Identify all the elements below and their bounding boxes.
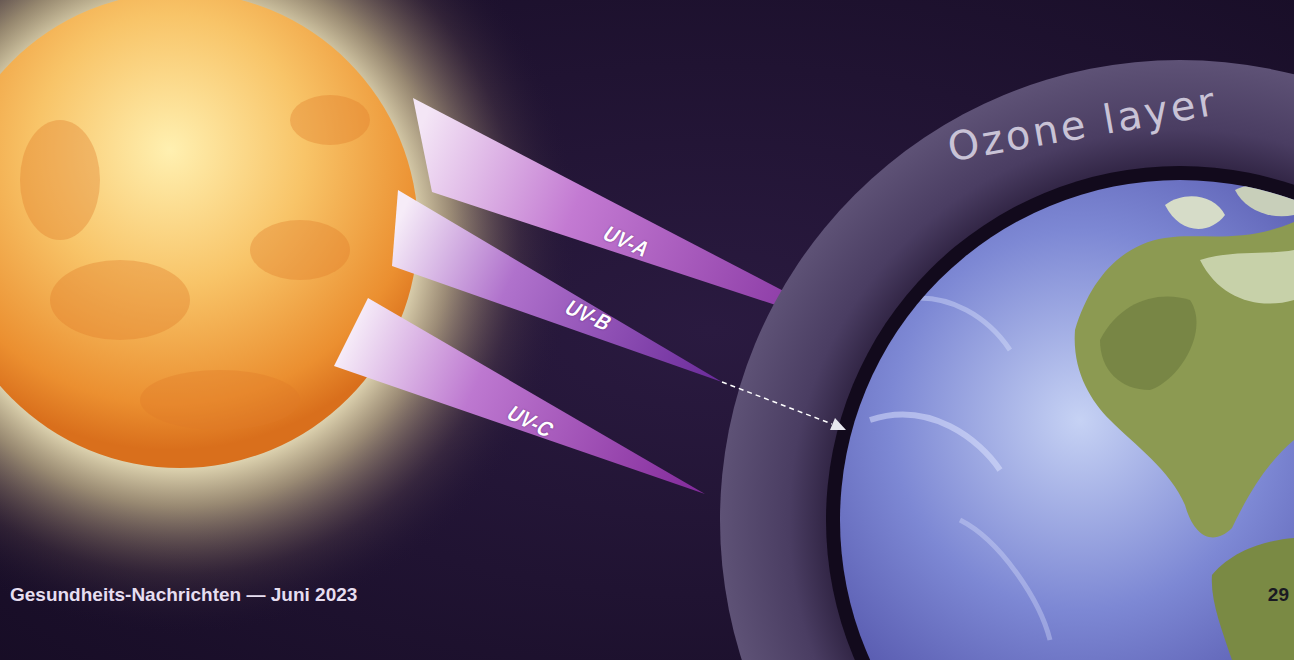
uv-beam: UV-B [559, 296, 617, 336]
beam-label: UV-A [597, 222, 655, 262]
ozone-ring: Ozone layer [944, 78, 1221, 171]
page-number: 29 [1268, 584, 1289, 606]
uv-beam: UV-C [501, 401, 559, 442]
footer-text: Gesundheits-Nachrichten — Juni 2023 [10, 584, 357, 606]
layer-label: Ozone layer [944, 78, 1221, 171]
beam-label: UV-B [559, 296, 617, 336]
uv-beam: UV-A [597, 222, 655, 262]
beam-label: UV-C [501, 401, 559, 442]
